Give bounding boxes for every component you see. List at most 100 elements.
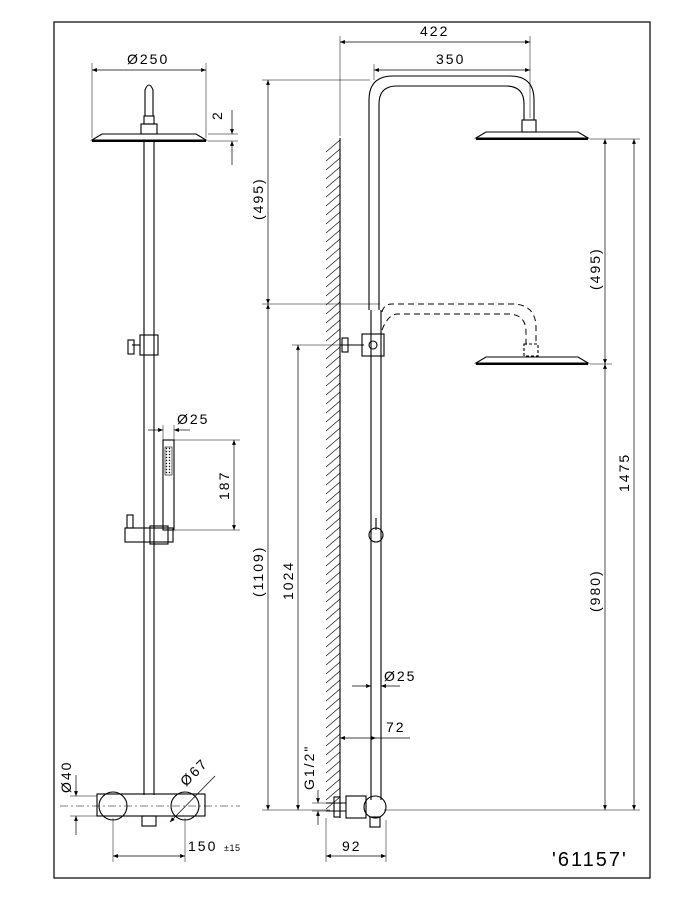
- hatch-line: [325, 688, 341, 702]
- hatch-line: [325, 589, 341, 603]
- side-shower-head-lowered: [474, 356, 590, 364]
- dim-inlet-tolerance: ±15: [224, 843, 240, 853]
- hatch-line: [325, 517, 341, 531]
- hatch-line: [325, 733, 341, 747]
- hatch-line: [325, 715, 341, 729]
- dim-riser-wall-offset: 72: [386, 719, 406, 735]
- dim-height-adjust-right: (495): [587, 247, 603, 290]
- hatch-line: [325, 571, 341, 585]
- dim-thread: G1/2": [301, 745, 317, 790]
- hatch-line: [325, 499, 341, 513]
- hatch-line: [325, 463, 341, 477]
- hatch-line: [325, 256, 341, 270]
- hatch-line: [325, 346, 341, 360]
- hatch-line: [325, 373, 341, 387]
- side-dimensions: 422 350 (495) (1109) 1024 G1/2" Ø25 72: [250, 23, 640, 862]
- front-shower-head: [90, 133, 208, 141]
- hatch-line: [325, 238, 341, 252]
- dim-arm-reach: 350: [436, 51, 465, 67]
- hatch-line: [325, 769, 341, 783]
- dim-valve-depth: 92: [342, 838, 362, 854]
- dim-head-diameter: Ø250: [127, 51, 169, 67]
- hatch-line: [325, 184, 341, 198]
- hatch-line: [325, 364, 341, 378]
- dim-bracket-height: 1024: [280, 561, 296, 600]
- hatch-line: [325, 625, 341, 639]
- front-hand-holder: [124, 527, 174, 543]
- wall-hatching: [325, 139, 341, 810]
- side-shower-head-raised: [474, 131, 590, 139]
- dim-hand-shower-length: 187: [216, 471, 232, 500]
- hatch-line: [325, 193, 341, 207]
- hatch-line: [325, 310, 341, 324]
- dim-height-adjust-left: (495): [250, 177, 266, 220]
- hatch-line: [325, 760, 341, 774]
- hatch-line: [325, 247, 341, 261]
- hatch-line: [325, 742, 341, 756]
- hatch-line: [325, 409, 341, 423]
- hatch-line: [325, 706, 341, 720]
- dim-knob-diameter: Ø67: [177, 755, 211, 789]
- front-dimensions: Ø250 2 Ø25 187 Ø40 Ø67 150 ±15: [58, 51, 240, 862]
- side-shower-arm-lowered: [381, 303, 537, 345]
- hatch-line: [325, 292, 341, 306]
- dim-riser-diameter: Ø25: [384, 668, 416, 684]
- hatch-line: [325, 229, 341, 243]
- dim-hand-shower-diameter: Ø25: [177, 411, 209, 427]
- side-view: [325, 75, 590, 828]
- side-shower-arm-raised: [368, 75, 535, 310]
- hatch-line: [325, 283, 341, 297]
- side-valve: [345, 795, 367, 819]
- hatch-line: [325, 427, 341, 441]
- hatch-line: [325, 778, 341, 792]
- hatch-line: [325, 202, 341, 216]
- hatch-line: [325, 418, 341, 432]
- hatch-line: [325, 679, 341, 693]
- hatch-line: [325, 652, 341, 666]
- hatch-line: [325, 562, 341, 576]
- dim-head-thickness: 2: [209, 110, 225, 120]
- hatch-line: [325, 319, 341, 333]
- side-hand-holder: [368, 527, 384, 543]
- front-valve-body: [96, 793, 206, 817]
- hatch-line: [325, 616, 341, 630]
- hatch-line: [325, 355, 341, 369]
- hatch-line: [325, 553, 341, 567]
- hatch-line: [325, 139, 341, 153]
- drawing-frame: [53, 21, 651, 879]
- hatch-line: [325, 787, 341, 801]
- hatch-line: [325, 481, 341, 495]
- hatch-line: [325, 382, 341, 396]
- dim-arm-total-reach: 422: [420, 23, 449, 39]
- hatch-line: [325, 634, 341, 648]
- hatch-line: [325, 211, 341, 225]
- front-gooseneck: [144, 84, 154, 116]
- hatch-line: [325, 436, 341, 450]
- hatch-line: [325, 751, 341, 765]
- hatch-line: [325, 166, 341, 180]
- dim-valve-diameter: Ø40: [58, 761, 74, 793]
- hatch-line: [325, 148, 341, 162]
- hatch-line: [325, 400, 341, 414]
- hatch-line: [325, 328, 341, 342]
- hatch-line: [325, 643, 341, 657]
- front-bracket: [139, 334, 159, 356]
- hatch-line: [325, 157, 341, 171]
- hatch-line: [325, 391, 341, 405]
- hatch-line: [325, 490, 341, 504]
- hatch-line: [325, 607, 341, 621]
- dim-max-head-height: 1475: [616, 453, 632, 492]
- hatch-line: [325, 445, 341, 459]
- hatch-line: [325, 526, 341, 540]
- hatch-line: [325, 337, 341, 351]
- hatch-line: [325, 580, 341, 594]
- hatch-line: [325, 220, 341, 234]
- product-code: '61157': [552, 849, 628, 871]
- front-view: [60, 84, 240, 827]
- hatch-line: [325, 535, 341, 549]
- hatch-line: [325, 670, 341, 684]
- hatch-line: [325, 265, 341, 279]
- hatch-line: [325, 697, 341, 711]
- dim-min-overall-height: (1109): [250, 546, 266, 597]
